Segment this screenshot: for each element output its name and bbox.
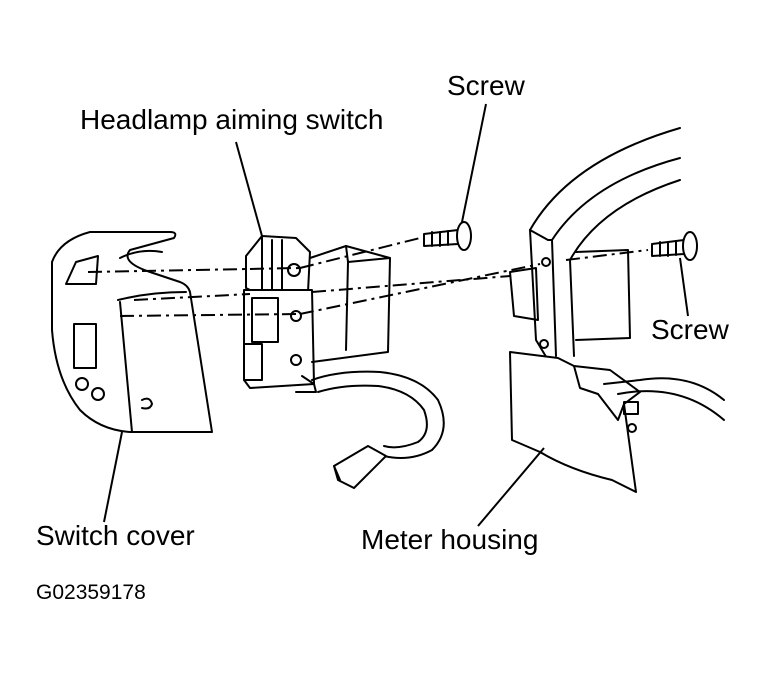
meter-housing-drawing <box>509 127 725 493</box>
figure-code: G02359178 <box>36 581 146 604</box>
wiring-harness-drawing <box>311 370 445 489</box>
switch-cover-drawing <box>51 231 213 433</box>
label-screw-top: Screw <box>447 70 525 101</box>
leader-lines <box>103 103 689 527</box>
label-screw-right: Screw <box>651 314 729 345</box>
headlamp-switch-drawing <box>243 235 391 393</box>
label-headlamp-aiming-switch: Headlamp aiming switch <box>80 104 384 135</box>
label-switch-cover: Switch cover <box>36 520 195 551</box>
screw-right-drawing <box>651 231 698 261</box>
screw-top-drawing <box>423 221 472 251</box>
alignment-lines <box>87 237 649 317</box>
label-meter-housing: Meter housing <box>361 524 539 555</box>
